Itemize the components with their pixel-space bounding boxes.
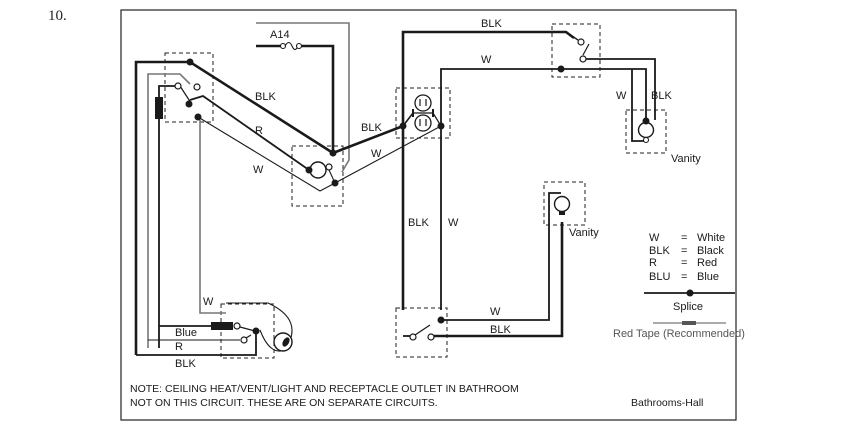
vanity-light-1-icon [631,69,655,144]
red-wire-to-fan [189,95,310,171]
blk-wire-mid [332,124,404,155]
white-wire-vanity2 [441,192,561,321]
wire-label-w-mid: W [371,148,382,160]
red-tape-symbol [682,321,696,325]
legend-code: BLK [649,245,670,257]
legend-name: Red [697,257,717,269]
heater-box [220,303,275,359]
legend-name: Black [697,245,724,257]
switch-box-bottom [395,307,448,358]
fan-light-fixture-icon [305,149,339,187]
heater-switch [211,322,293,352]
wire-label-blk-mid: BLK [361,122,382,134]
note-line-2: NOT ON THIS CIRCUIT. THESE ARE ON SEPARA… [130,397,438,409]
red-tape-marker [155,97,163,119]
wire-label-w-left: W [253,164,264,176]
vanity-2-label: Vanity [569,227,599,239]
receptacle-box [395,87,451,139]
blue-wire-left [158,85,176,348]
legend-eq: = [681,245,687,257]
switch-top-right [557,31,590,73]
wire-label-w-top: W [481,54,492,66]
wire-label-w-bottom: W [490,306,501,318]
diagram-frame [120,9,737,421]
wire-label-r-left: R [255,125,263,137]
switch-left [155,58,202,121]
figure-number: 10. [48,8,67,24]
receptacle-outlet-icon [399,94,445,132]
wire-label-blk-left: BLK [255,91,276,103]
switch-box-top-right [551,23,601,78]
wire-label-blk-fan: BLK [175,358,196,370]
wire-label-r-fan: R [175,341,183,353]
white-wire-right [440,68,647,310]
wire-label-blk-bottom: BLK [490,324,511,336]
legend-eq: = [681,257,687,269]
vanity-light-2-icon [553,195,571,215]
blk-wire-vanity1 [583,58,656,120]
wire-nut-tape [211,322,233,330]
note-line-1: NOTE: CEILING HEAT/VENT/LIGHT AND RECEPT… [130,383,519,395]
blk-wire-fuse [300,44,335,153]
wire-label-blk-vertical: BLK [408,217,429,229]
splice-dot-icon [686,289,694,297]
fuse-icon [279,41,303,51]
white-wire-fan [199,120,226,314]
switch-box-left [164,52,214,123]
wire-label-blk-vanity1: BLK [651,90,672,102]
wire-label-w-vanity1: W [616,90,627,102]
white-wire-mid [197,116,442,192]
wire-label-blk-top: BLK [481,18,502,30]
grey-wire-top [256,22,350,173]
blk-wire-bottom [434,222,564,338]
legend-splice: Splice [673,301,703,313]
legend-red-tape: Red Tape (Recommended) [613,328,745,340]
legend-eq: = [681,232,687,244]
legend-name: Blue [697,271,719,283]
wire-label-blue-fan: Blue [175,327,197,339]
blk-wire-left [134,60,334,355]
blk-wire-fan [136,330,257,356]
legend-eq: = [681,271,687,283]
fuse-label: A14 [270,29,290,41]
legend-code: R [649,257,657,269]
red-wire-left [147,73,191,348]
legend-name: White [697,232,725,244]
vanity-1-label: Vanity [671,153,701,165]
legend: W = White BLK = Black R = Red BLU = Blue… [613,232,745,340]
legend-code: BLU [649,271,670,283]
wire-label-w-fan: W [203,296,214,308]
diagram-caption: Bathrooms-Hall [631,397,703,409]
switch-bottom [409,316,445,341]
wire-label-w-vertical: W [448,217,459,229]
fan-light-box [291,145,344,207]
legend-code: W [649,232,660,244]
